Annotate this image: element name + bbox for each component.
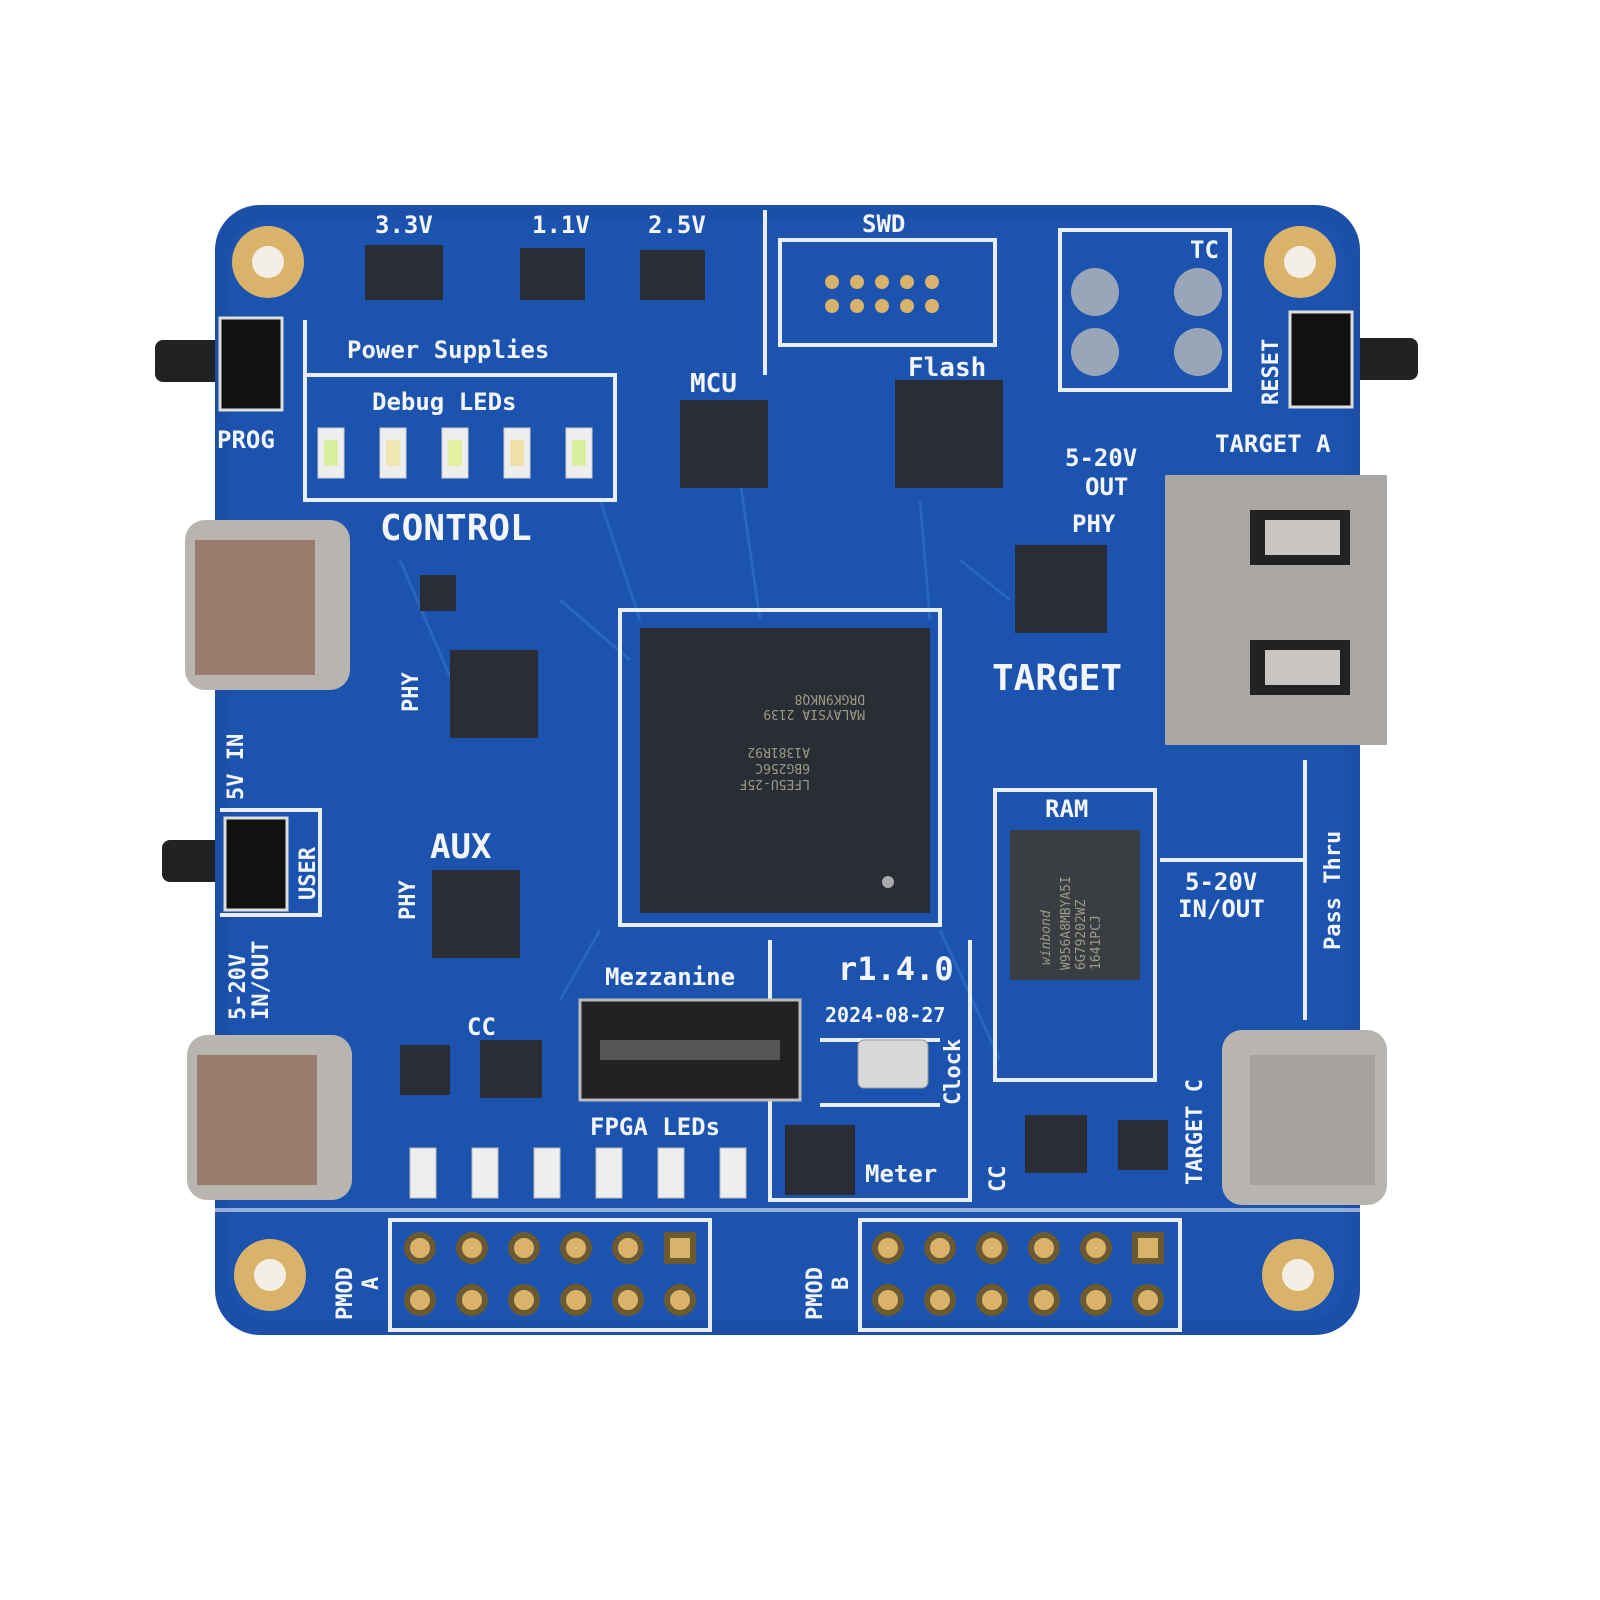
label-phy-aux: PHY	[396, 880, 421, 920]
tc-pads	[1071, 268, 1222, 376]
user-button	[223, 816, 289, 912]
reset-button-cap	[1350, 338, 1418, 380]
label-power-supplies: Power Supplies	[347, 336, 549, 364]
label-tc: TC	[1190, 236, 1219, 264]
label-cc-left: CC	[467, 1013, 496, 1041]
label-control: CONTROL	[380, 508, 532, 549]
label-date: 2024-08-27	[825, 1003, 945, 1027]
label-3v3: 3.3V	[375, 211, 433, 239]
usb-a-target-a-connector	[1165, 475, 1387, 745]
label-mezzanine: Mezzanine	[605, 963, 735, 991]
label-1v1: 1.1V	[532, 211, 590, 239]
label-ram: RAM	[1045, 795, 1088, 823]
fpga-marking-line: LFE5U-25F	[739, 776, 810, 791]
label-pmod-b-letter: B	[829, 1277, 854, 1290]
small-ics	[365, 245, 1168, 1195]
label-meter: Meter	[865, 1160, 937, 1188]
label-pmod-b: PMOD	[803, 1267, 828, 1320]
label-2v5: 2.5V	[648, 211, 706, 239]
ram-marking-line: 6G79202WZ	[1074, 899, 1089, 970]
label-prog: PROG	[217, 426, 275, 454]
label-clock: Clock	[941, 1039, 966, 1105]
fpga-leds	[409, 1147, 747, 1199]
label-user: USER	[296, 846, 321, 900]
fpga-chip: DRGK9NKQ8 MALAYSIA 2139 A1381R92 6BG256C…	[640, 628, 930, 913]
label-cc-right: CC	[986, 1166, 1011, 1193]
label-phy-target: PHY	[1072, 510, 1116, 538]
label-target: TARGET	[992, 658, 1122, 699]
mounting-holes	[232, 226, 1336, 1311]
label-aux: AUX	[430, 827, 492, 867]
prog-button-cap	[155, 340, 225, 382]
fpga-marking-line: MALAYSIA 2139	[763, 706, 865, 721]
debug-leds	[317, 427, 593, 479]
label-debug-leds: Debug LEDs	[372, 388, 517, 416]
clock-crystal	[857, 1039, 929, 1089]
usb-c-aux-connector	[187, 1035, 352, 1200]
label-target-a: TARGET A	[1215, 430, 1331, 458]
reset-button	[1288, 310, 1354, 409]
prog-button	[218, 316, 284, 412]
pmod-b-header	[872, 1232, 1164, 1316]
label-mcu: MCU	[690, 369, 737, 399]
user-button-cap	[162, 840, 232, 882]
label-fpga-leds: FPGA LEDs	[590, 1113, 720, 1141]
ram-marking-line: winbond	[1039, 910, 1054, 965]
mezzanine-connector	[578, 998, 802, 1102]
label-5v-in: 5V IN	[224, 734, 249, 800]
label-inout-left: IN/OUT	[249, 941, 274, 1020]
usb-c-target-c-connector	[1222, 1030, 1387, 1205]
usb-c-control-connector	[185, 520, 350, 690]
label-5-20v-out: 5-20V	[1065, 444, 1137, 472]
ram-marking-line: W956A8MBYA5I	[1059, 876, 1074, 970]
label-revision: r1.4.0	[838, 950, 954, 988]
label-5-20v-left: 5-20V	[226, 954, 251, 1020]
pmod-a-header	[404, 1232, 696, 1316]
label-phy-control: PHY	[399, 672, 424, 712]
label-pass-thru: Pass Thru	[1321, 831, 1346, 950]
label-out: OUT	[1085, 473, 1128, 501]
label-flash: Flash	[908, 353, 986, 383]
label-5-20v-right: 5-20V	[1185, 868, 1257, 896]
fpga-marking-line: DRGK9NKQ8	[795, 691, 865, 706]
ram-chip: winbond W956A8MBYA5I 6G79202WZ 1641PCJ	[1010, 830, 1140, 980]
fpga-marking-line: 6BG256C	[755, 760, 810, 775]
label-pmod-a-letter: A	[359, 1277, 384, 1290]
swd-header	[825, 275, 939, 313]
label-swd: SWD	[862, 210, 905, 238]
label-target-c: TARGET C	[1183, 1079, 1208, 1185]
silkscreen-lines	[215, 210, 1360, 1332]
ram-marking-line: 1641PCJ	[1089, 915, 1104, 970]
label-reset: RESET	[1259, 339, 1284, 405]
label-inout-right: IN/OUT	[1178, 895, 1265, 923]
label-pmod-a: PMOD	[333, 1267, 358, 1320]
silkscreen-labels: 3.3V 1.1V 2.5V SWD TC Power Supplies Deb…	[217, 210, 1346, 1320]
fpga-marking-line: A1381R92	[747, 744, 810, 759]
